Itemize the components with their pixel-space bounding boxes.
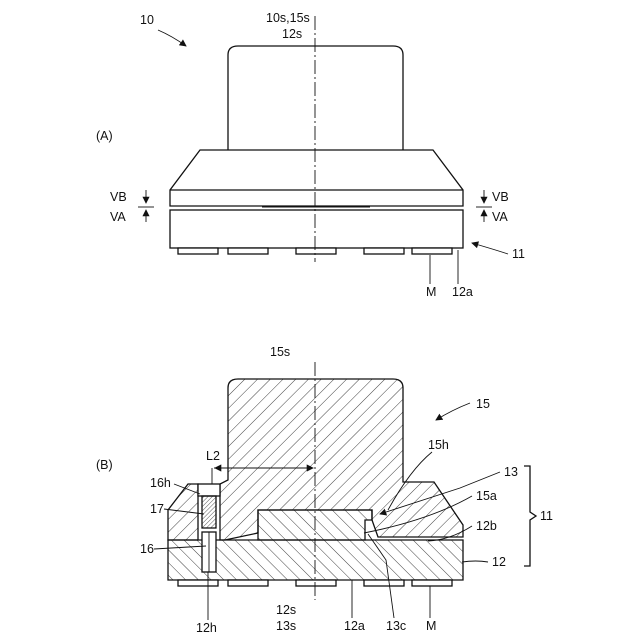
upper-flange [170, 150, 463, 206]
label-16h: 16h [150, 476, 171, 490]
ref-device-leader [158, 30, 186, 46]
label-15h: 15h [428, 438, 449, 452]
pad [296, 248, 336, 254]
axis-label-12s-b: 12s [276, 603, 296, 617]
upper-body-15-left-flange [168, 484, 198, 540]
vb-label-right: VB [492, 190, 509, 204]
label-12h: 12h [196, 621, 217, 635]
axis-label-12s: 12s [282, 27, 302, 41]
ref-upper-label: 15 [476, 397, 490, 411]
ref-device-label: 10 [140, 13, 154, 27]
pad [364, 248, 404, 254]
fastener-head-16h [198, 484, 220, 496]
upper-head [228, 46, 403, 150]
view-b: (B) 15s 15 L2 15h [96, 345, 553, 635]
dim-label-l2: L2 [206, 449, 220, 463]
axis-label-15s: 15s [270, 345, 290, 359]
pad [412, 248, 452, 254]
pad [178, 580, 218, 586]
ref-base-label: 11 [512, 247, 525, 261]
va-label-right: VA [492, 210, 508, 224]
label-12: 12 [492, 555, 506, 569]
label-16: 16 [140, 542, 154, 556]
view-b-label: (B) [96, 458, 113, 472]
pad [364, 580, 404, 586]
pad [228, 580, 268, 586]
label-17: 17 [150, 502, 164, 516]
label-12b: 12b [476, 519, 497, 533]
label-15a: 15a [476, 489, 497, 503]
brace-11 [524, 466, 536, 566]
view-a: 10 (A) 10s,15s 12s VB VA VB VA [96, 11, 525, 299]
label-12a-a: 12a [452, 285, 473, 299]
axis-label-13s: 13s [276, 619, 296, 633]
vb-label-left: VB [110, 190, 127, 204]
label-13c: 13c [386, 619, 406, 633]
axis-label-10s-15s: 10s,15s [266, 11, 310, 25]
view-a-label: (A) [96, 129, 113, 143]
va-label-left: VA [110, 210, 126, 224]
label-13: 13 [504, 465, 518, 479]
ref-base-leader [472, 243, 508, 254]
pad [296, 580, 336, 586]
label-12a-b: 12a [344, 619, 365, 633]
ref-upper-leader [436, 403, 470, 420]
pad [412, 580, 452, 586]
lower-base [170, 210, 463, 248]
label-m-b: M [426, 619, 436, 633]
pad [178, 248, 218, 254]
label-m-a: M [426, 285, 436, 299]
pad [228, 248, 268, 254]
leader-12 [462, 561, 488, 562]
label-11: 11 [540, 509, 553, 523]
spring-17 [202, 496, 216, 528]
